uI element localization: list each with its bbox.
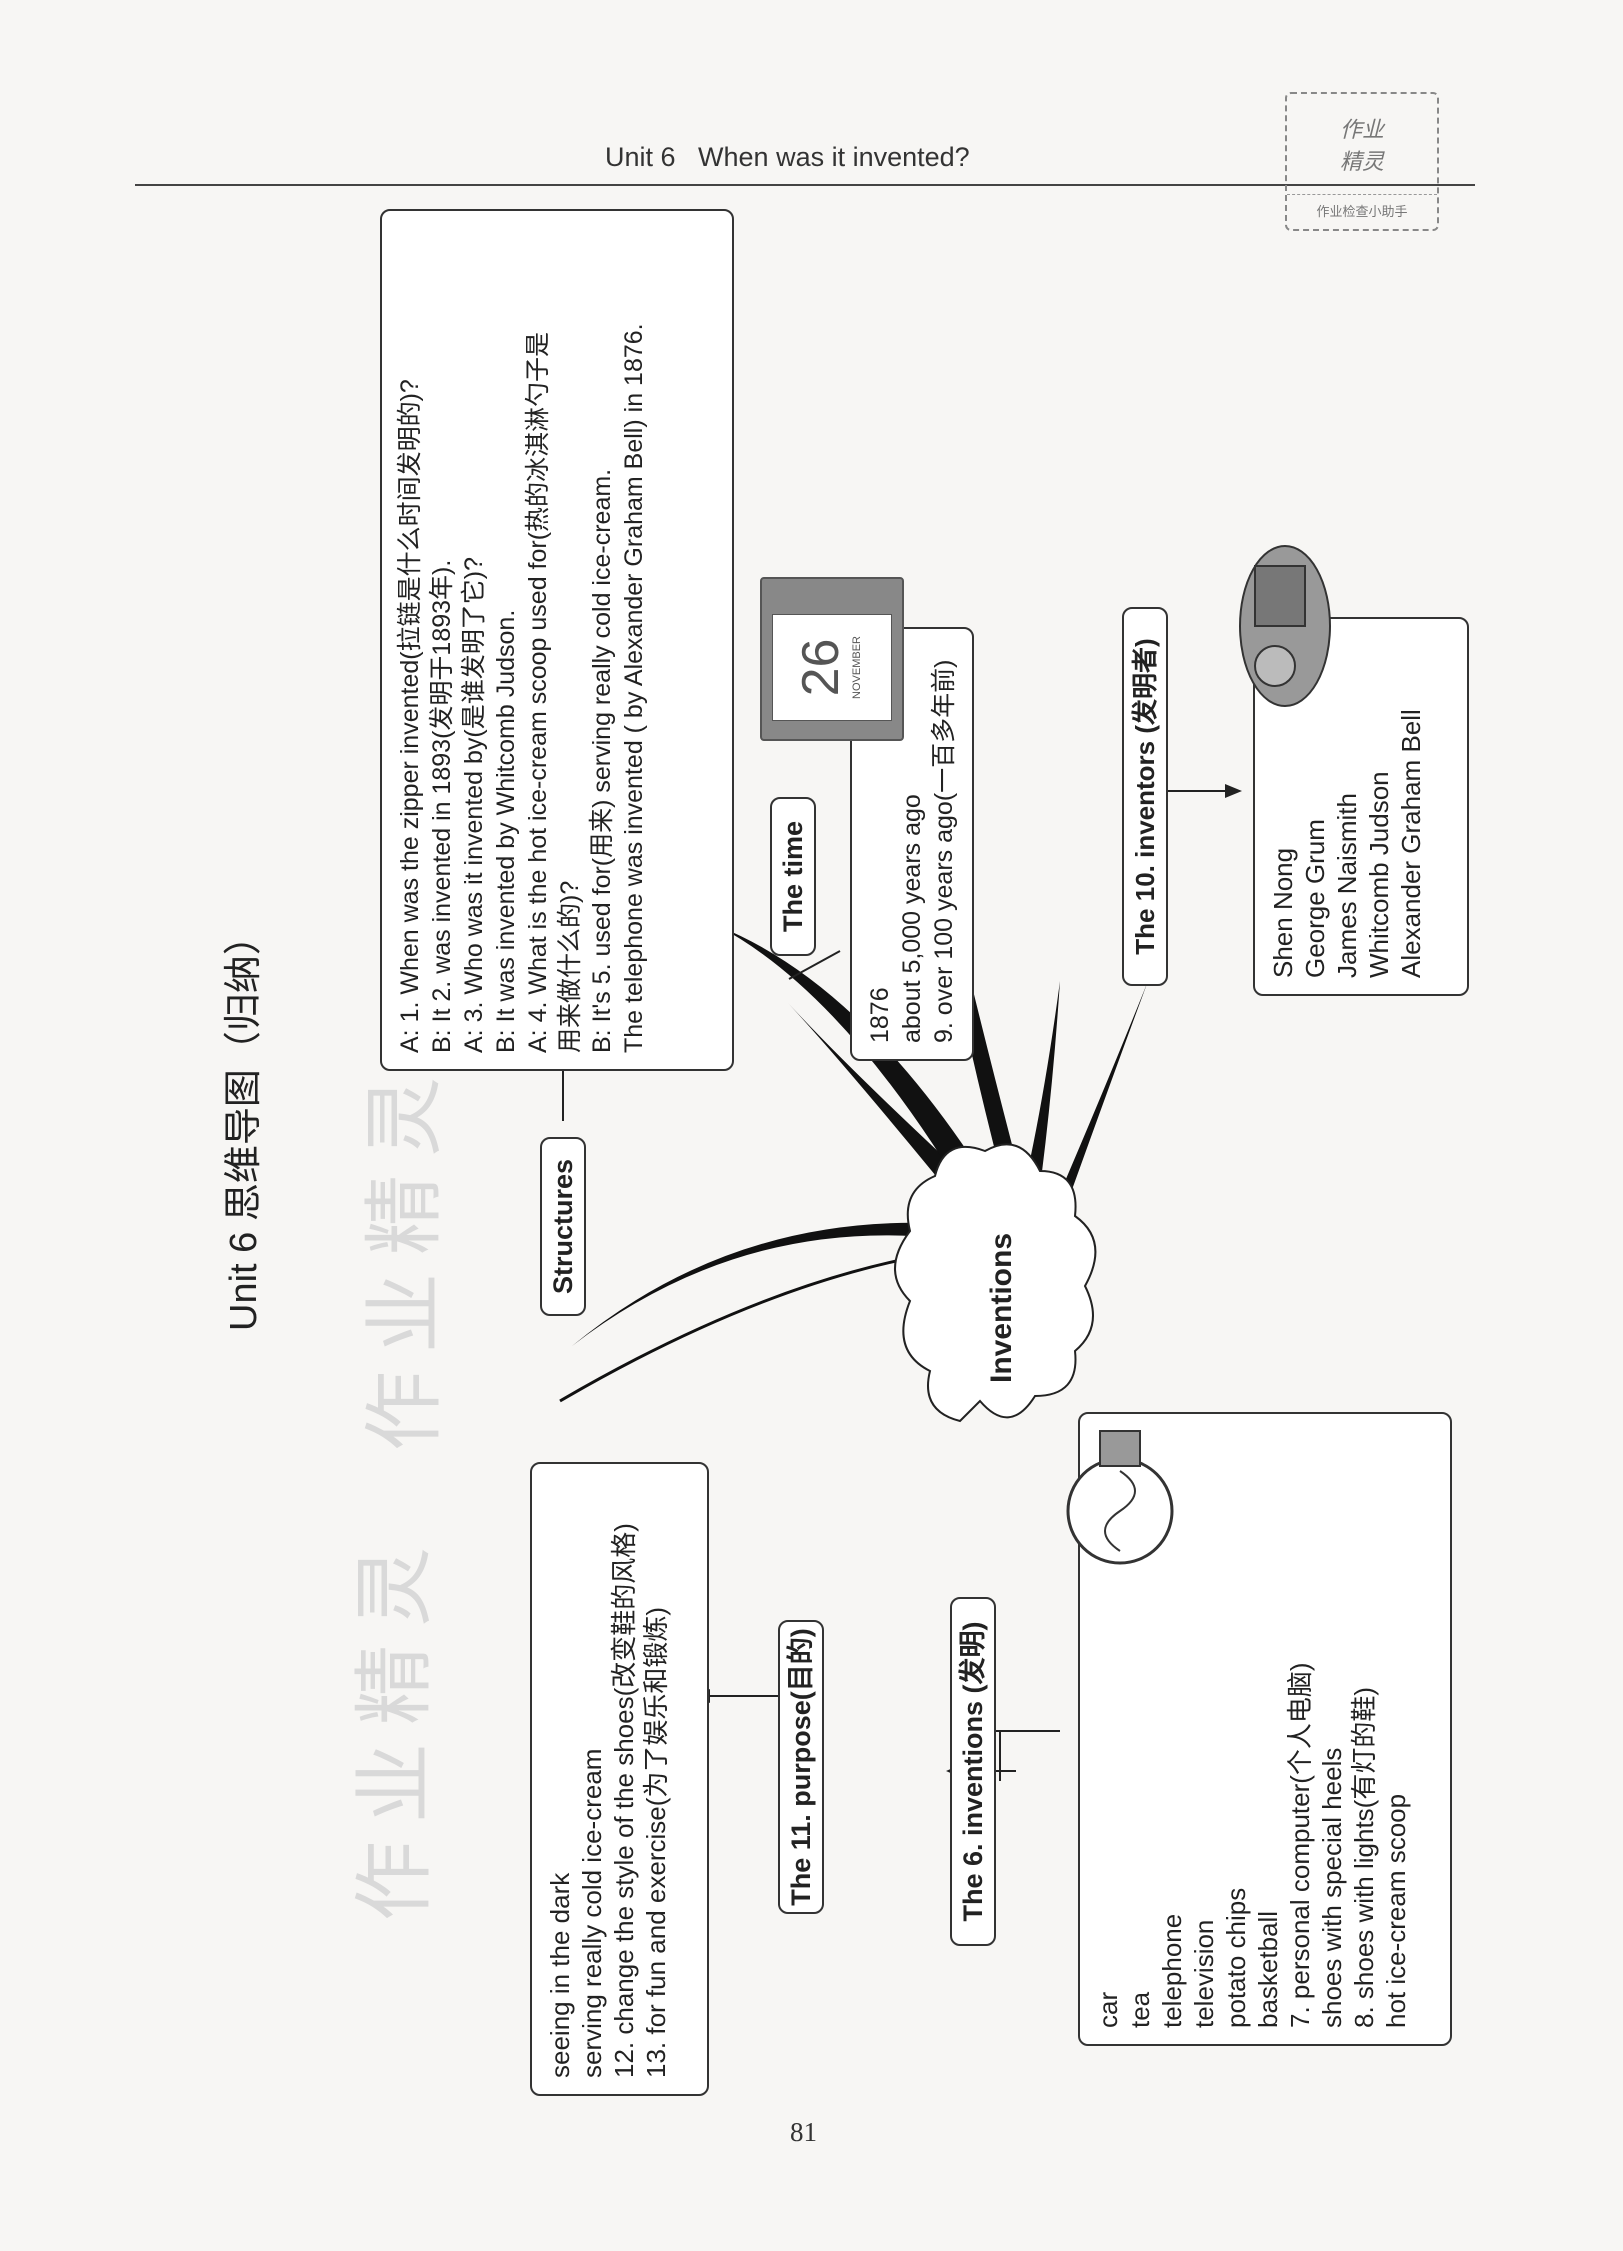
- purpose-label: The 11. purpose(目的): [778, 1620, 824, 1914]
- calendar-month: NOVEMBER: [851, 615, 863, 720]
- purpose-line: seeing in the dark: [544, 1480, 576, 2078]
- structures-line: B: It 2. was invented in 1893(发明于1893年).: [426, 227, 458, 1053]
- calendar-icon: 26 NOVEMBER: [760, 577, 904, 741]
- page-title: Unit 6 思维导图（归纳）: [212, 917, 267, 1331]
- structures-line: The telephone was invented ( by Alexande…: [618, 227, 650, 1053]
- structures-line: B: It's 5. used for(用来) serving really c…: [586, 227, 618, 1053]
- purpose-line: 12. change the style of the shoes(改变鞋的风格…: [608, 1480, 640, 2078]
- inventor-name: Alexander Graham Bell: [1395, 635, 1427, 978]
- invention-item: hot ice-cream scoop: [1380, 1430, 1412, 2028]
- inventors-label-text: The 10. inventors (发明者): [1130, 638, 1160, 954]
- inventor-name: Whitcomb Judson: [1363, 635, 1395, 978]
- invention-item: 7. personal computer(个人电脑): [1284, 1430, 1316, 2028]
- structures-line: A: 3. Who was it invented by(是谁发明了它)?: [458, 227, 490, 1053]
- invention-item: potato chips: [1220, 1430, 1252, 2028]
- structures-lines: A: 1. When was the zipper invented(拉链是什么…: [382, 211, 662, 1069]
- structures-box: A: 1. When was the zipper invented(拉链是什么…: [380, 209, 734, 1071]
- structures-label: Structures: [540, 1137, 586, 1316]
- purpose-line: serving really cold ice-cream: [576, 1480, 608, 2078]
- structures-line: A: 1. When was the zipper invented(拉链是什么…: [394, 227, 426, 1053]
- watermark-2: 作业精灵: [330, 1529, 446, 1921]
- page-number: 81: [790, 2117, 817, 2148]
- center-node-label: Inventions: [985, 1233, 1019, 1383]
- structures-line: A: 4. What is the hot ice-cream scoop us…: [522, 227, 554, 1053]
- invention-item: basketball: [1252, 1430, 1284, 2028]
- inventors-label: The 10. inventors (发明者): [1122, 607, 1168, 986]
- time-label: The time: [770, 797, 816, 956]
- invention-item: 8. shoes with lights(有灯的鞋): [1348, 1430, 1380, 2028]
- inventions-label: The 6. inventions (发明): [950, 1597, 996, 1946]
- invention-item: shoes with special heels: [1316, 1430, 1348, 2028]
- light-bulb-icon: [1040, 1411, 1200, 1611]
- inventor-illustration: [1215, 526, 1355, 726]
- watermark-1: 作业精灵: [340, 1059, 456, 1451]
- purpose-line: 13. for fun and exercise(为了娱乐和锻炼): [640, 1480, 672, 2078]
- structures-line: B: It was invented by Whitcomb Judson.: [490, 227, 522, 1053]
- time-line: 9. over 100 years ago(一百多年前): [928, 645, 960, 1043]
- calendar-day: 26: [791, 615, 851, 720]
- structures-line: 用来做什么的)?: [554, 227, 586, 1053]
